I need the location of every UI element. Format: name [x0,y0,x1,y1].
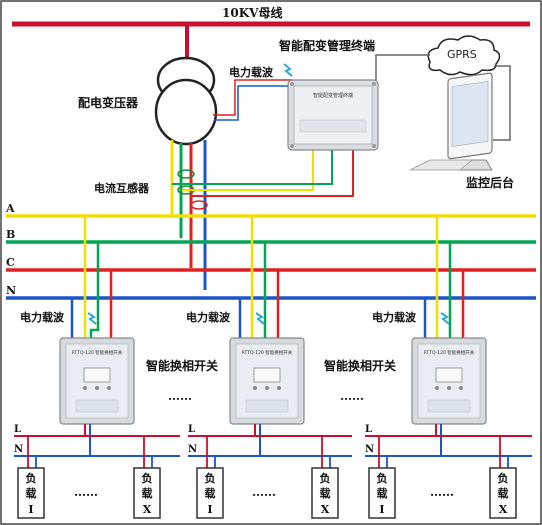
load-dots-2: …… [252,485,276,499]
switch-group-1: RTTQ-120 智能换相开关 [59,216,135,456]
terminal-label: 智能配变管理终端 [278,38,375,53]
switch-ellipsis-2: …… [340,389,364,403]
branch-3-n-label: N [365,444,374,455]
svg-text:载: 载 [142,486,153,500]
branch-1-l-label: L [14,424,21,435]
svg-text:负: 负 [320,471,331,485]
branch-2-n-label: N [188,444,197,455]
load-box-2-1: 负 载 I [196,467,224,519]
branch-3-l-label: L [365,424,372,435]
svg-text:载: 载 [26,486,37,500]
transformer-label: 配电变压器 [78,95,139,110]
svg-text:负: 负 [205,471,216,485]
terminal-connection-wires [172,79,354,197]
load-dots-1: …… [74,485,98,499]
switch-1-panel-text: RTTQ-120 智能换相开关 [72,349,123,356]
load-box-1-x: 负 载 X [133,467,161,519]
ct-ring-1 [177,169,195,179]
ct-ring-3 [190,200,208,210]
switch-3-carrier-label: 电力载波 [372,310,417,324]
switch-3-panel-text: RTTQ-120 智能换相开关 [424,349,475,356]
transformer-secondary-coil [154,78,218,146]
current-transformer [177,169,208,210]
svg-text:负: 负 [142,471,153,485]
switch-1-display [83,367,111,383]
carrier-signal-icon [283,63,293,77]
monitor-label: 监控后台 [466,175,514,190]
svg-text:负: 负 [26,471,37,485]
phase-label-b: B [6,228,15,241]
load-drops [27,436,509,468]
svg-text:负: 负 [377,471,388,485]
load-box-2-x: 负 载 X [311,467,339,519]
switch-2-carrier-label: 电力载波 [186,310,231,324]
svg-text:负: 负 [498,471,509,485]
switch-label-2: 智能换相开关 [323,358,396,373]
terminal-panel-text: 智能配变管理终端 [313,92,353,99]
svg-text:I: I [28,503,33,516]
load-box-3-x: 负 载 X [489,467,517,519]
switch-group-3: RTTQ-120 智能换相开关 [411,216,487,456]
phase-label-c: C [6,256,15,269]
load-dots-3: …… [430,485,454,499]
load-box-3-1: 负 载 I [368,467,396,519]
svg-text:X: X [499,503,508,516]
switch-ellipsis-1: …… [168,389,192,403]
svg-text:I: I [379,503,384,516]
svg-text:X: X [143,503,152,516]
monitor-computer-icon [409,72,493,171]
busbar-label: 10KV母线 [222,5,282,20]
terminal-gprs-link [375,54,430,80]
branch-1-n-label: N [14,444,23,455]
terminal-carrier-label: 电力载波 [229,65,274,79]
svg-text:载: 载 [205,486,216,500]
load-box-1-1: 负 载 I [17,467,45,519]
phase-label-n: N [6,284,16,297]
switch-3-display [435,367,463,383]
gprs-cloud [427,35,501,76]
branch-2-l-label: L [188,424,195,435]
svg-text:载: 载 [320,486,331,500]
switch-2-panel-text: RTTQ-120 智能换相开关 [242,349,293,356]
switch-label-1: 智能换相开关 [145,358,218,373]
gprs-label: GPRS [447,48,477,61]
phase-label-a: A [5,202,15,215]
gprs-monitor-link [493,65,511,141]
switch-2-display [253,367,281,383]
switch-1-carrier-label: 电力载波 [20,310,65,324]
management-terminal: 智能配变管理终端 [287,79,379,151]
ct-label: 电流互感器 [94,181,150,195]
svg-text:载: 载 [377,486,388,500]
transformer [154,56,218,146]
phase-lines [6,214,536,300]
svg-text:载: 载 [498,486,509,500]
svg-text:I: I [207,503,212,516]
svg-text:X: X [321,503,330,516]
switch-group-2: RTTQ-120 智能换相开关 [229,216,305,456]
